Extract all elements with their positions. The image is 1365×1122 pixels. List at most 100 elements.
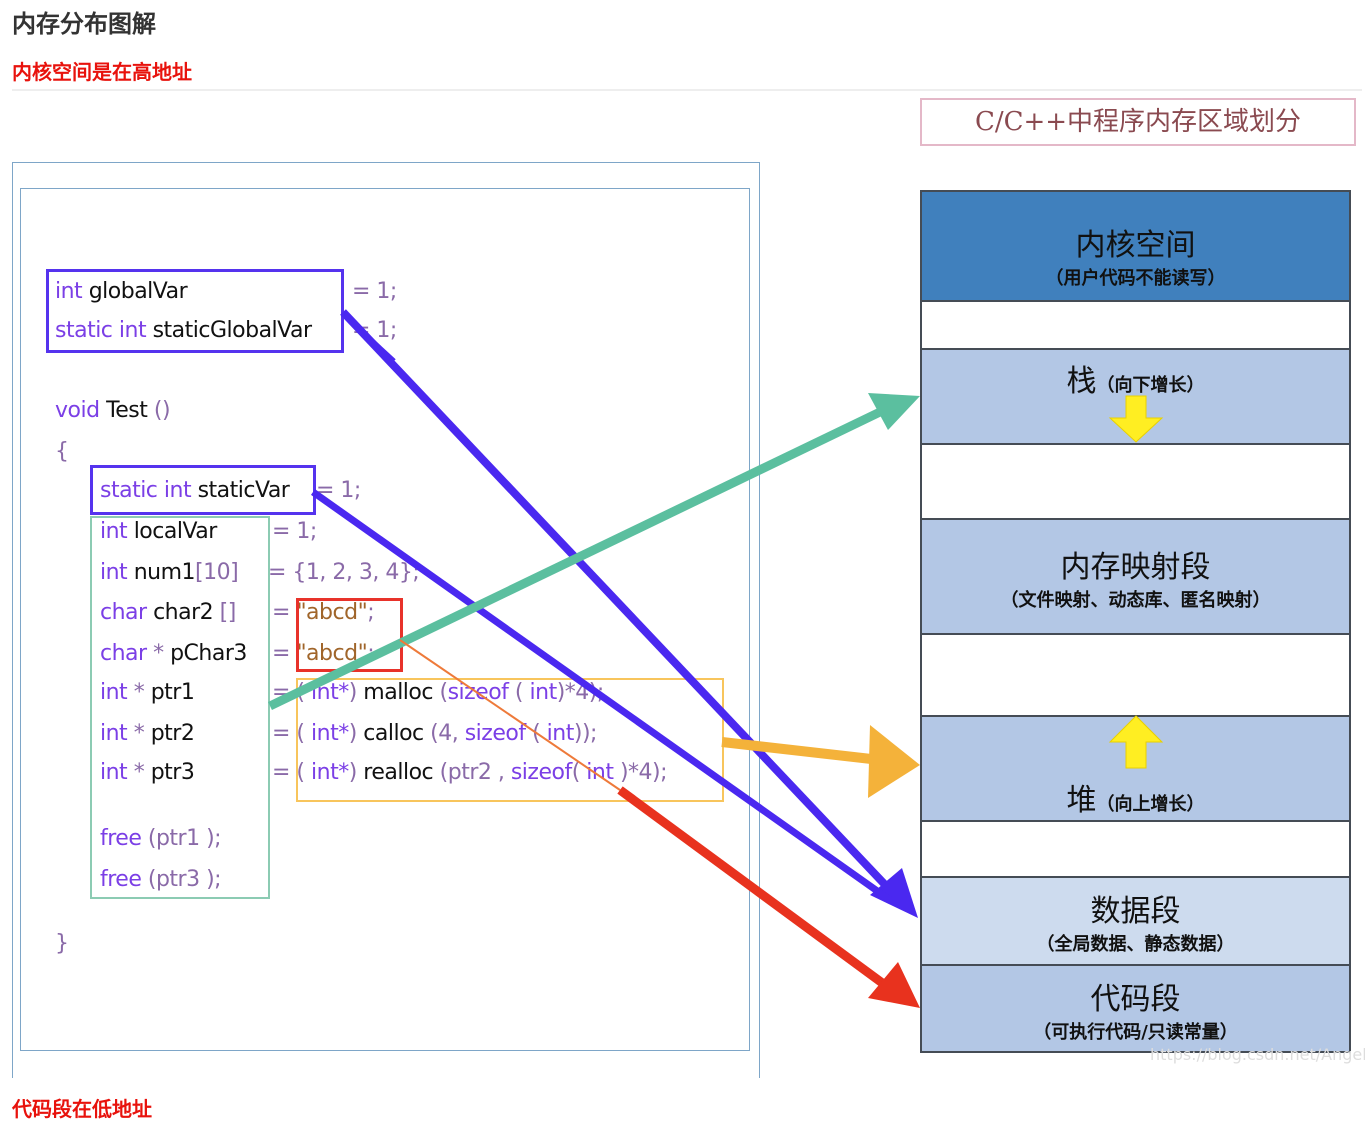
segment-6: 代码段 （可执行代码/只读常量） bbox=[920, 964, 1351, 1053]
code-token-op: () bbox=[153, 398, 171, 423]
code-token-op: = {1, 2, 3, 4}; bbox=[268, 560, 420, 585]
code-token-str: "abcd" bbox=[296, 600, 368, 625]
code-line-value: = "abcd"; bbox=[272, 599, 375, 627]
segment-1: 内核空间 （用户代码不能读写） bbox=[920, 190, 1351, 302]
code-line: int localVar bbox=[100, 518, 217, 546]
code-token-id: realloc bbox=[363, 760, 440, 785]
segment-description: （向下增长） bbox=[1096, 375, 1205, 396]
code-token-op: (ptr2 , bbox=[439, 760, 511, 785]
code-line: free (ptr3 ); bbox=[100, 866, 222, 894]
data-arrowhead bbox=[870, 868, 918, 918]
page-title: 内存分布图解 bbox=[12, 10, 156, 38]
segment-5: 数据段 （全局数据、静态数据） bbox=[920, 876, 1351, 967]
code-token-op: } bbox=[55, 931, 69, 956]
code-token-kw: int bbox=[586, 760, 614, 785]
heap-arrow-line bbox=[721, 737, 881, 765]
code-token-id: char2 bbox=[153, 600, 220, 625]
code-token-kw: static int bbox=[100, 478, 198, 503]
code-token-id: localVar bbox=[133, 519, 218, 544]
code-line-value: = 1; bbox=[352, 278, 397, 306]
code-line: } bbox=[55, 930, 69, 958]
heap-arrowhead bbox=[868, 725, 920, 798]
segment-name: 数据段 bbox=[1090, 894, 1181, 929]
code-token-op: )); bbox=[573, 721, 598, 746]
segment-name: 内核空间 bbox=[1075, 228, 1196, 263]
segment-name: 代码段 bbox=[1090, 982, 1181, 1017]
code-line: int * ptr2 bbox=[100, 720, 195, 748]
code-line: int * ptr1 bbox=[100, 679, 195, 707]
code-token-kw: int bbox=[546, 721, 575, 746]
global-arrow-thin bbox=[342, 311, 396, 361]
divider bbox=[12, 89, 1362, 91]
code-token-id: ptr3 bbox=[150, 760, 195, 785]
code-token-id: globalVar bbox=[88, 279, 188, 304]
heap-grow-up-icon bbox=[1108, 715, 1164, 769]
segment-description: （可执行代码/只读常量） bbox=[1033, 1022, 1238, 1043]
code-token-op: = 1; bbox=[352, 279, 397, 304]
code-line: int globalVar bbox=[55, 278, 188, 306]
code-token-kw: char bbox=[100, 641, 154, 666]
diagram-title: C/C++中程序内存区域划分 bbox=[920, 98, 1356, 146]
code-token-kw: free bbox=[100, 867, 148, 892]
code-token-op: ; bbox=[367, 600, 375, 625]
code-token-id: ptr2 bbox=[150, 721, 195, 746]
code-token-op: * bbox=[133, 721, 151, 746]
segment-name: 堆 bbox=[1066, 783, 1097, 818]
code-line: int num1[10] bbox=[100, 559, 239, 587]
code-token-kw: int bbox=[100, 560, 134, 585]
code-token-op: = ( bbox=[272, 760, 312, 785]
code-token-op: (4, bbox=[430, 721, 465, 746]
code-line: int * ptr3 bbox=[100, 759, 195, 787]
code-token-kw: int bbox=[100, 680, 134, 705]
segment-description: （用户代码不能读写） bbox=[1045, 268, 1226, 289]
code-token-id: staticGlobalVar bbox=[152, 318, 312, 343]
code-line-value: = ( int*) realloc (ptr2 , sizeof( int )*… bbox=[272, 759, 668, 787]
code-token-op: * bbox=[133, 760, 151, 785]
stack-arrow-line bbox=[268, 407, 882, 711]
code-panel-outer bbox=[12, 162, 760, 1078]
code-token-op: = ( bbox=[272, 721, 312, 746]
code-line: char char2 [] bbox=[100, 599, 236, 627]
code-token-kw: static int bbox=[55, 318, 153, 343]
code-token-id: calloc bbox=[363, 721, 431, 746]
code-line-value: = 1; bbox=[272, 518, 317, 546]
code-token-op: ) bbox=[348, 760, 364, 785]
code-line: static int staticGlobalVar bbox=[55, 317, 312, 345]
code-token-kw: int bbox=[529, 680, 558, 705]
code-token-id: pChar3 bbox=[170, 641, 247, 666]
code-token-kw: int* bbox=[311, 721, 349, 746]
code-token-op: (ptr1 ); bbox=[147, 826, 222, 851]
code-token-kw: sizeof bbox=[464, 721, 526, 746]
segment-3: 内存映射段 （文件映射、动态库、匿名映射） bbox=[920, 518, 1351, 635]
segment-description: （文件映射、动态库、匿名映射） bbox=[1000, 590, 1271, 611]
code-line: void Test () bbox=[55, 397, 171, 425]
code-token-op: { bbox=[55, 439, 69, 464]
stack-arrowhead bbox=[868, 393, 920, 430]
code-token-op: (ptr3 ); bbox=[147, 867, 222, 892]
code-token-kw: void bbox=[55, 398, 107, 423]
code-token-kw: free bbox=[100, 826, 148, 851]
segment-description: （全局数据、静态数据） bbox=[1036, 934, 1235, 955]
code-token-id: staticVar bbox=[197, 478, 290, 503]
code-token-op: ( bbox=[439, 680, 448, 705]
code-line-value: = {1, 2, 3, 4}; bbox=[268, 559, 420, 587]
code-token-kw: int* bbox=[311, 760, 349, 785]
stack-grow-down-icon bbox=[1108, 395, 1164, 443]
code-token-id: malloc bbox=[363, 680, 440, 705]
code-line: free (ptr1 ); bbox=[100, 825, 222, 853]
segment-name: 栈 bbox=[1066, 364, 1097, 399]
code-line-value: = ( int*) calloc (4, sizeof ( int)); bbox=[272, 720, 597, 748]
code-token-kw: int bbox=[100, 760, 134, 785]
segment-description: （向上增长） bbox=[1096, 794, 1205, 815]
code-token-op: [] bbox=[219, 600, 237, 625]
global-to-data-arrow-line bbox=[340, 309, 893, 893]
code-token-kw: int bbox=[100, 721, 134, 746]
code-token-op: ) bbox=[348, 680, 364, 705]
watermark: https://blog.csdn.net/AngelDg bbox=[1150, 1045, 1365, 1064]
segment-name: 内存映射段 bbox=[1060, 550, 1211, 585]
code-token-op: [10] bbox=[195, 560, 239, 585]
code-token-op: = bbox=[272, 641, 297, 666]
code-token-op: ) bbox=[348, 721, 364, 746]
code-token-kw: char bbox=[100, 600, 154, 625]
